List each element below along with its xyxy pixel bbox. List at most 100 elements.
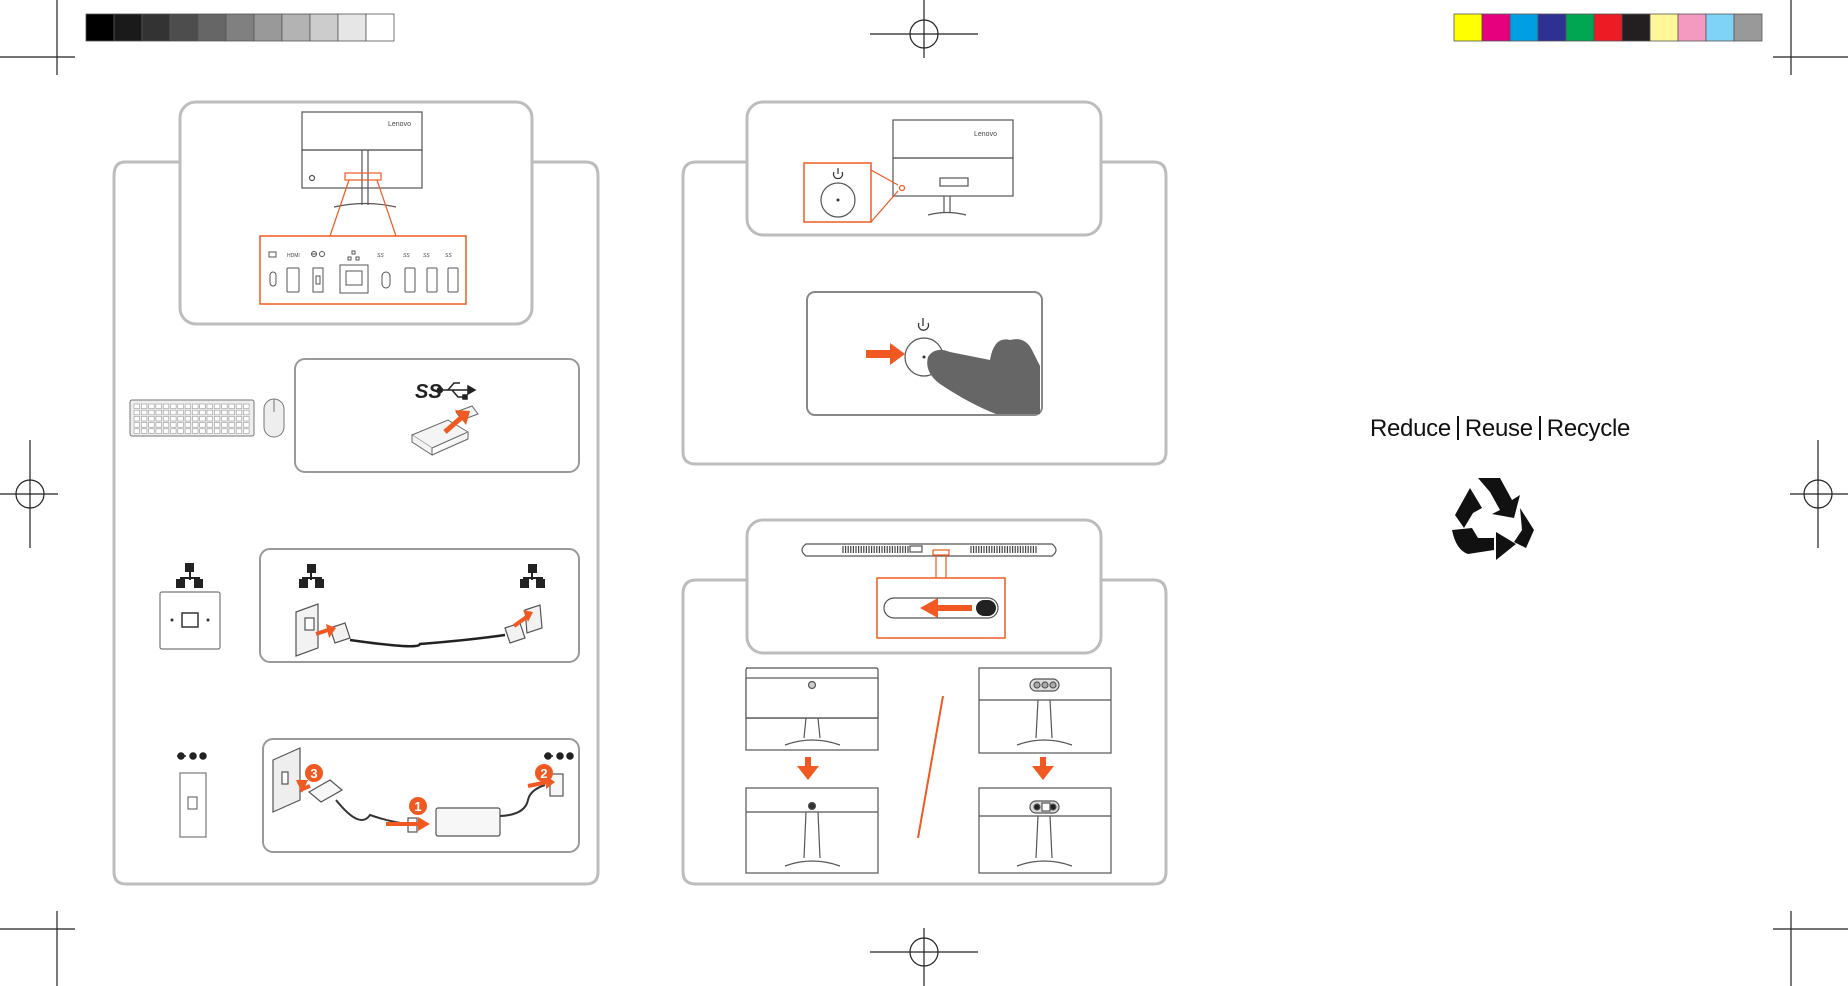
- step-callout-1: 1: [409, 797, 427, 815]
- svg-text:2: 2: [540, 766, 547, 781]
- keyboard-key: [207, 410, 213, 415]
- keyboard-key: [149, 404, 155, 409]
- single-camera-variant: [746, 668, 878, 750]
- keyboard-key: [163, 416, 169, 421]
- keyboard-key: [185, 404, 191, 409]
- keyboard-key: [134, 404, 140, 409]
- webcam-panel: [683, 520, 1166, 884]
- color-swatch: [1706, 14, 1734, 41]
- keyboard-key: [236, 423, 242, 428]
- keyboard-key: [244, 423, 250, 428]
- keyboard-key: [163, 404, 169, 409]
- power-on-panel: Lenovo: [683, 102, 1166, 464]
- keyboard-key: [200, 423, 206, 428]
- power-button-location-inset: [747, 102, 1101, 235]
- color-swatch: [254, 14, 282, 41]
- keyboard-key: [149, 429, 155, 434]
- ethernet-wall-plate: [160, 564, 220, 649]
- keyboard-key: [156, 404, 162, 409]
- keyboard-key: [236, 404, 242, 409]
- keyboard-key: [214, 429, 220, 434]
- keyboard-key: [200, 404, 206, 409]
- keyboard-key: [156, 410, 162, 415]
- keyboard-key: [207, 423, 213, 428]
- keyboard-key: [192, 410, 198, 415]
- power-port-icon: [544, 753, 573, 759]
- ir-camera-variant: [979, 668, 1111, 753]
- keyboard-key: [244, 429, 250, 434]
- color-swatch: [1594, 14, 1622, 41]
- color-swatch: [282, 14, 310, 41]
- usb-ss-label: SS: [423, 253, 430, 259]
- port-zoom-callout: [260, 236, 466, 304]
- usb-ss-label: SS: [377, 253, 384, 259]
- color-swatch: [226, 14, 254, 41]
- color-swatch: [142, 14, 170, 41]
- recycle-text: Recycle: [1547, 415, 1630, 443]
- ir-camera-covered: [979, 788, 1111, 873]
- keyboard-key: [185, 410, 191, 415]
- color-swatch: [170, 14, 198, 41]
- keyboard-key: [236, 429, 242, 434]
- color-swatch: [1622, 14, 1650, 41]
- keyboard-key: [171, 416, 177, 421]
- keyboard-icon: [130, 400, 254, 436]
- keyboard-key: [171, 423, 177, 428]
- keyboard-key: [171, 410, 177, 415]
- hdmi-label: HDMI: [287, 253, 300, 259]
- keyboard-key: [229, 410, 235, 415]
- keyboard-key: [149, 410, 155, 415]
- power-connection-card: [263, 739, 579, 852]
- keyboard-key: [149, 423, 155, 428]
- keyboard-key: [163, 423, 169, 428]
- keyboard-key: [229, 423, 235, 428]
- process-color-bar: [1454, 14, 1762, 41]
- keyboard-key: [229, 416, 235, 421]
- color-swatch: [86, 14, 114, 41]
- keyboard-key: [134, 429, 140, 434]
- keyboard-key: [134, 423, 140, 428]
- keyboard-key: [207, 404, 213, 409]
- variant-separator: [918, 696, 943, 838]
- keyboard-key: [214, 410, 220, 415]
- color-swatch: [1650, 14, 1678, 41]
- color-swatch: [366, 14, 394, 41]
- keyboard-key: [141, 423, 147, 428]
- keyboard-key: [141, 416, 147, 421]
- keyboard-key: [236, 410, 242, 415]
- color-swatch: [1566, 14, 1594, 41]
- keyboard-key: [178, 423, 184, 428]
- keyboard-key: [200, 416, 206, 421]
- keyboard-key: [192, 423, 198, 428]
- step-callout-2: 2: [535, 764, 553, 782]
- usb-receiver-card: [295, 359, 579, 472]
- color-swatch: [338, 14, 366, 41]
- color-swatch: [1482, 14, 1510, 41]
- keyboard-key: [156, 429, 162, 434]
- keyboard-key: [222, 423, 228, 428]
- keyboard-key: [178, 416, 184, 421]
- color-swatch: [114, 14, 142, 41]
- keyboard-key: [214, 404, 220, 409]
- svg-text:3: 3: [310, 766, 317, 781]
- keyboard-key: [192, 429, 198, 434]
- mouse-icon: [264, 399, 284, 437]
- keyboard-key: [236, 416, 242, 421]
- power-in-socket: [180, 773, 206, 837]
- keyboard-key: [207, 429, 213, 434]
- keyboard-key: [229, 404, 235, 409]
- wall-outlet: [273, 748, 300, 812]
- keyboard-key: [222, 404, 228, 409]
- keyboard-key: [185, 429, 191, 434]
- grayscale-color-bar: [86, 14, 394, 41]
- rear-brand-logo: Lenovo: [388, 121, 411, 128]
- keyboard-key: [134, 410, 140, 415]
- keyboard-key: [141, 429, 147, 434]
- left-instruction-panel: Lenovo HDMI SS SS SS SS: [114, 102, 598, 884]
- keyboard-key: [163, 429, 169, 434]
- usb-ss-label: SS: [403, 253, 410, 259]
- keyboard-key: [200, 429, 206, 434]
- keyboard-key: [244, 410, 250, 415]
